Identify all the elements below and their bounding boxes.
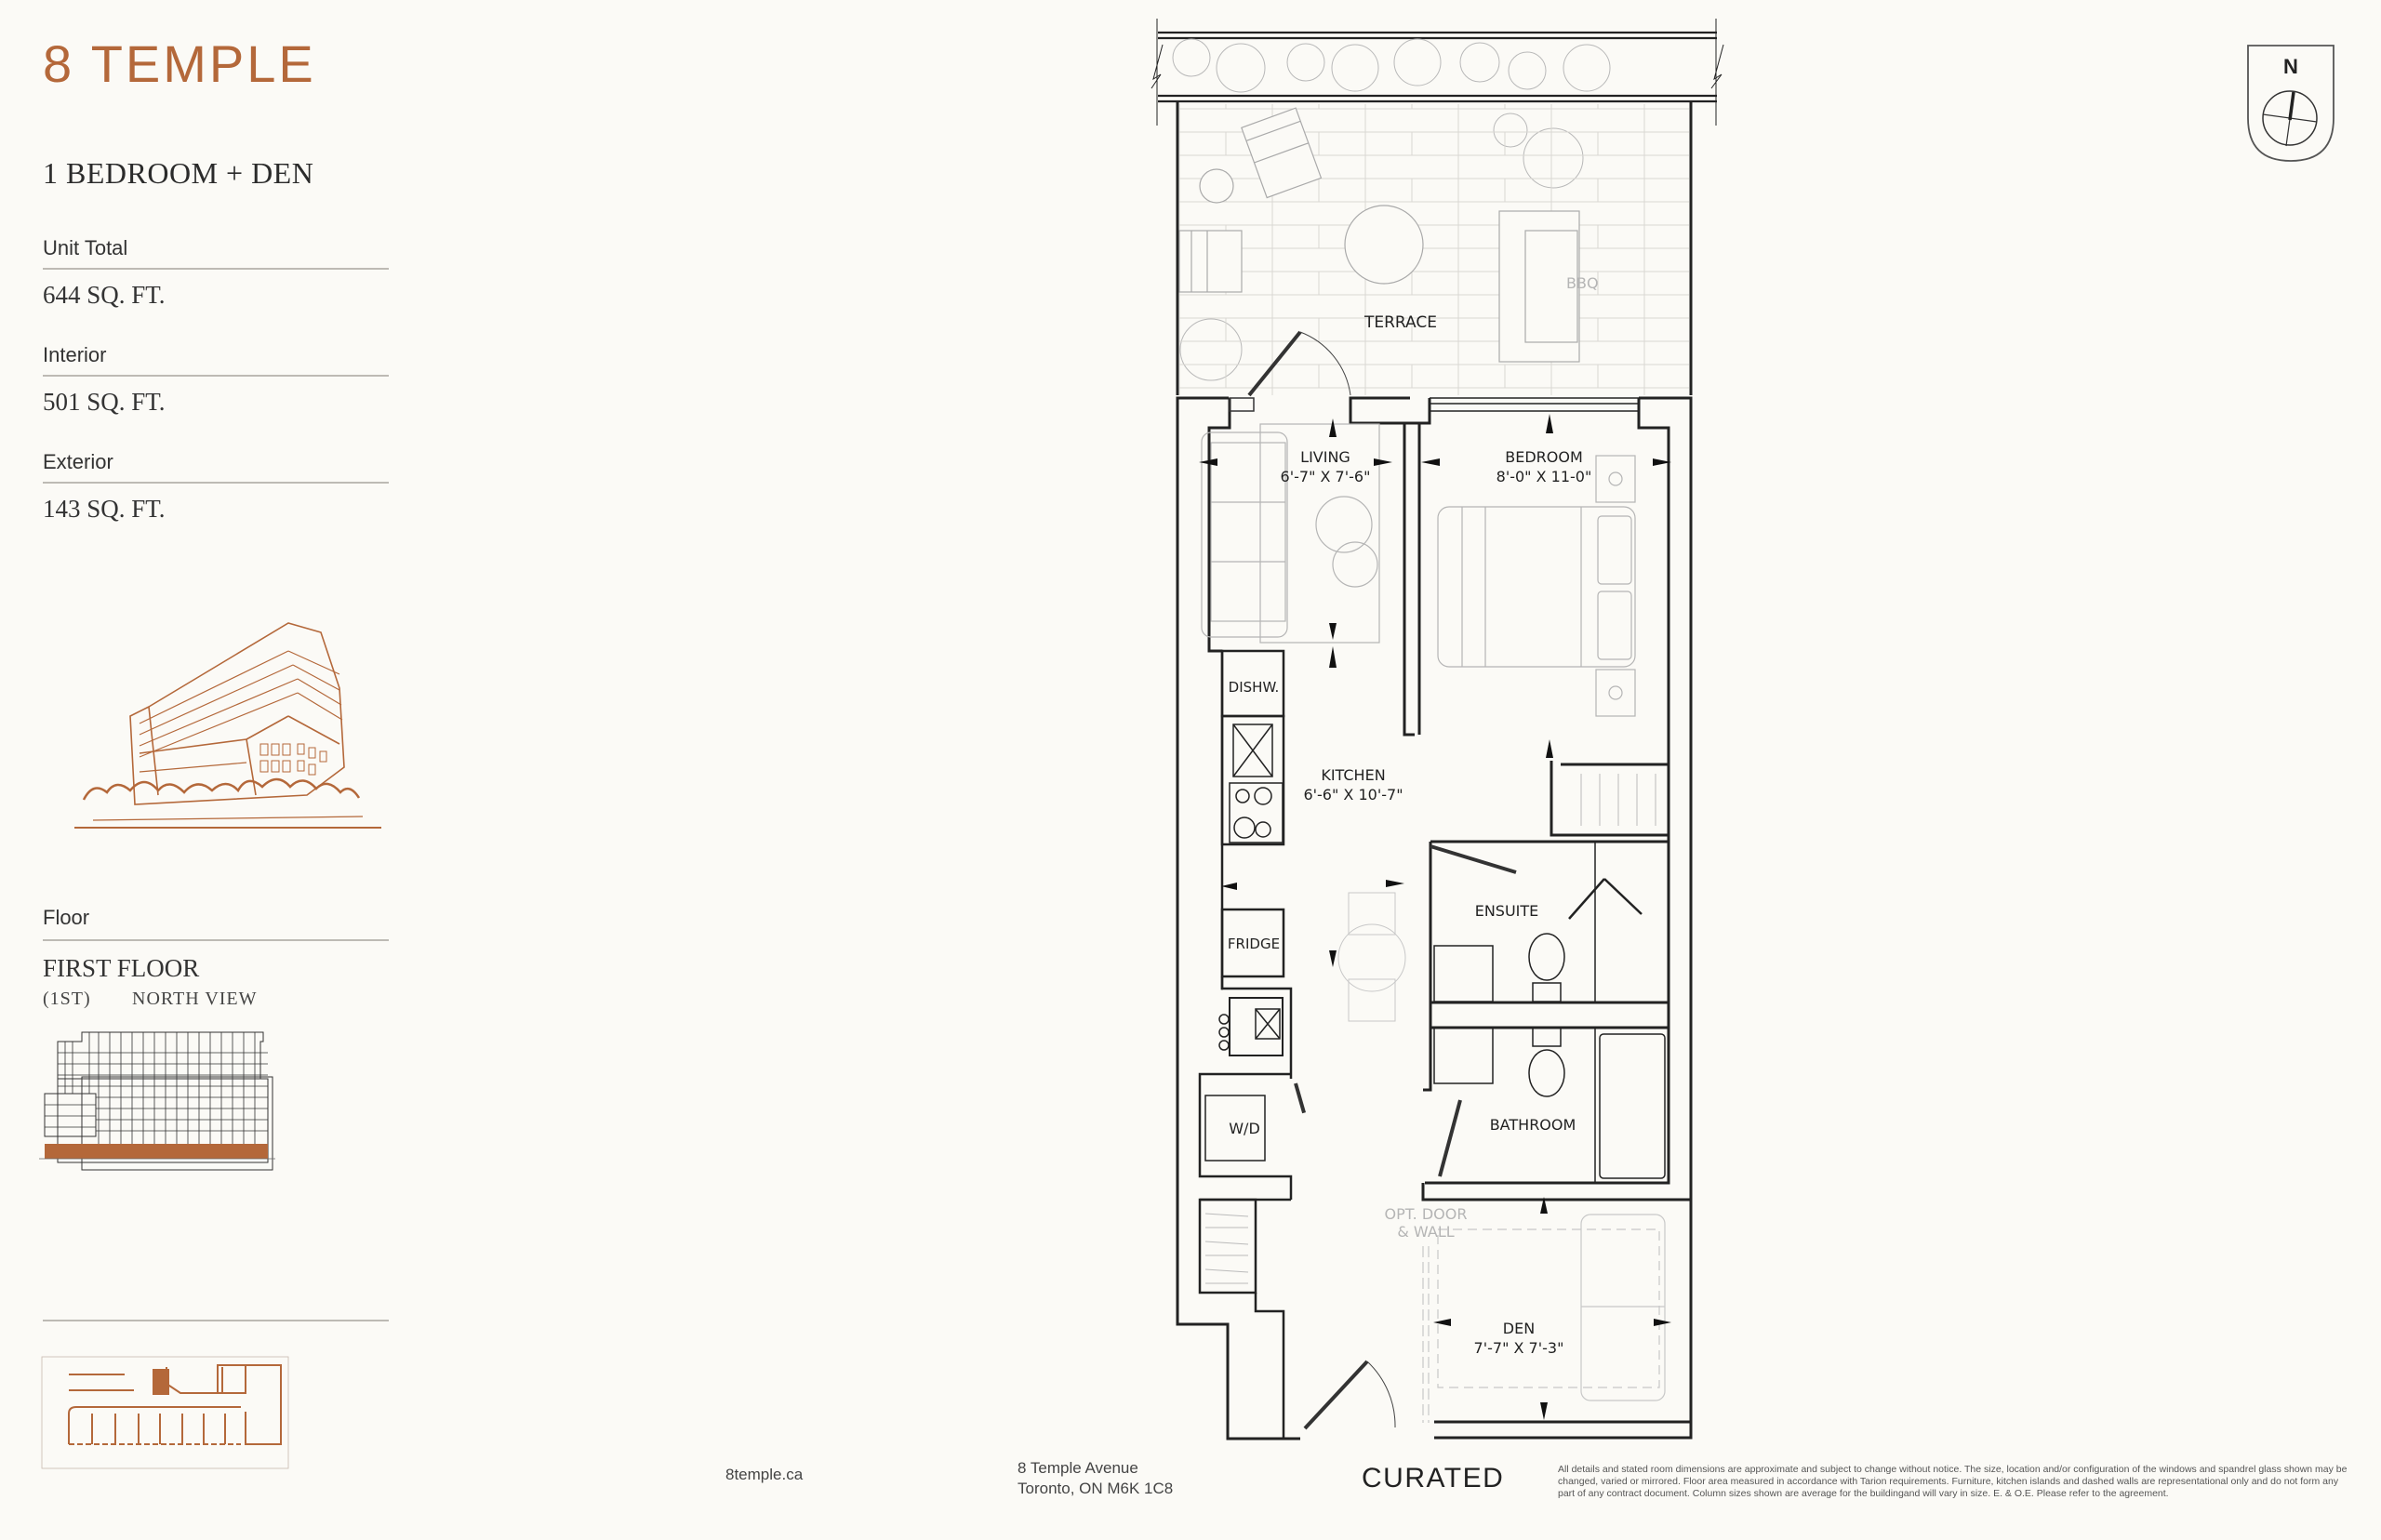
dining-furniture — [1337, 892, 1406, 1022]
north-compass: N — [2244, 42, 2337, 165]
spec-label: Interior — [43, 343, 107, 366]
divider — [43, 375, 389, 377]
room-label-living: LIVING — [1300, 448, 1350, 466]
address-line-2: Toronto, ON M6K 1C8 — [1018, 1480, 1174, 1497]
bathroom-walls — [1421, 840, 1691, 1201]
floor-view: NORTH VIEW — [132, 989, 258, 1009]
fridge-label: FRIDGE — [1228, 936, 1280, 952]
building-sketch-illustration — [74, 622, 381, 829]
kitchen-counter — [1209, 649, 1293, 1079]
laundry-closet — [1198, 1072, 1293, 1439]
terrace-door[interactable] — [1247, 330, 1351, 397]
developer-logo: CURATED — [1362, 1463, 1505, 1494]
bathroom-door[interactable] — [1438, 1099, 1462, 1177]
room-dims-den: 7'-7" X 7'-3" — [1474, 1339, 1564, 1357]
entry-door[interactable] — [1303, 1360, 1396, 1430]
laundry-door[interactable] — [1289, 1082, 1310, 1114]
bathroom-fixtures — [1433, 878, 1666, 1179]
floor-label: Floor — [43, 906, 90, 929]
ensuite-door[interactable] — [1430, 844, 1517, 874]
bedroom-furniture — [1437, 455, 1636, 717]
room-label-bedroom: BEDROOM — [1505, 448, 1583, 466]
compass-north-label: N — [2283, 55, 2298, 78]
opt-door-label-2: & WALL — [1397, 1223, 1454, 1241]
highlighted-floor — [45, 1144, 268, 1159]
spec-interior: Interior 501 SQ. FT. — [43, 343, 389, 417]
den-walls — [1421, 1196, 1691, 1424]
dishwasher-label: DISHW. — [1229, 679, 1280, 696]
spec-unit-total: Unit Total 644 SQ. FT. — [43, 236, 389, 310]
unit-type-title: 1 BEDROOM + DEN — [43, 156, 314, 190]
floor-name: FIRST FLOOR — [43, 954, 200, 982]
bedroom-closet-walls — [1550, 761, 1669, 837]
living-furniture — [1201, 423, 1380, 644]
planter-railing — [1151, 19, 1724, 126]
divider — [43, 939, 389, 941]
linen-shelves — [1204, 1213, 1249, 1284]
address: 8 Temple Avenue Toronto, ON M6K 1C8 — [1018, 1458, 1173, 1499]
dimension-arrows — [1199, 414, 1671, 1420]
room-label-kitchen: KITCHEN — [1321, 766, 1385, 784]
floor-level: (1ST) — [43, 989, 91, 1009]
brand-logo: 8 TEMPLE — [43, 34, 316, 93]
divider — [43, 268, 389, 270]
website-link[interactable]: 8temple.ca — [725, 1466, 804, 1483]
spec-value: 501 SQ. FT. — [43, 388, 166, 416]
terrace-furniture — [1178, 107, 1580, 363]
room-dims-kitchen: 6'-6" X 10'-7" — [1303, 786, 1403, 803]
elevation-diagram — [39, 1031, 275, 1171]
disclaimer-text: All details and stated room dimensions a… — [1558, 1464, 2348, 1499]
terrace-walls — [1176, 102, 1693, 395]
den-furniture — [1422, 1214, 1666, 1423]
spec-value: 644 SQ. FT. — [43, 281, 166, 309]
washer-dryer-label: W/D — [1229, 1120, 1260, 1137]
floor-section: Floor FIRST FLOOR (1ST) NORTH VIEW — [43, 906, 389, 1010]
window — [1229, 397, 1255, 412]
spec-value: 143 SQ. FT. — [43, 495, 166, 523]
opt-door-label-1: OPT. DOOR — [1385, 1205, 1468, 1223]
room-label-ensuite: ENSUITE — [1475, 902, 1539, 920]
spec-label: Exterior — [43, 450, 113, 473]
spec-exterior: Exterior 143 SQ. FT. — [43, 450, 389, 524]
divider — [43, 1320, 389, 1321]
spec-label: Unit Total — [43, 236, 128, 259]
unit-exterior-walls — [1176, 396, 1693, 1440]
room-dims-bedroom: 8'-0" X 11-0" — [1496, 468, 1592, 485]
bbq-label: BBQ — [1566, 274, 1599, 292]
room-dims-living: 6'-7" X 7'-6" — [1281, 468, 1371, 485]
compass-icon — [2247, 45, 2334, 162]
divider — [43, 482, 389, 484]
keyplan-diagram — [41, 1356, 289, 1469]
closet-hangers — [1580, 774, 1656, 826]
room-label-bathroom: BATHROOM — [1490, 1116, 1576, 1134]
room-label-den: DEN — [1503, 1320, 1535, 1337]
address-line-1: 8 Temple Avenue — [1018, 1459, 1138, 1477]
unit-location-marker — [153, 1369, 169, 1395]
kitchen-appliances — [1218, 724, 1284, 1051]
room-label-terrace: TERRACE — [1363, 313, 1437, 332]
